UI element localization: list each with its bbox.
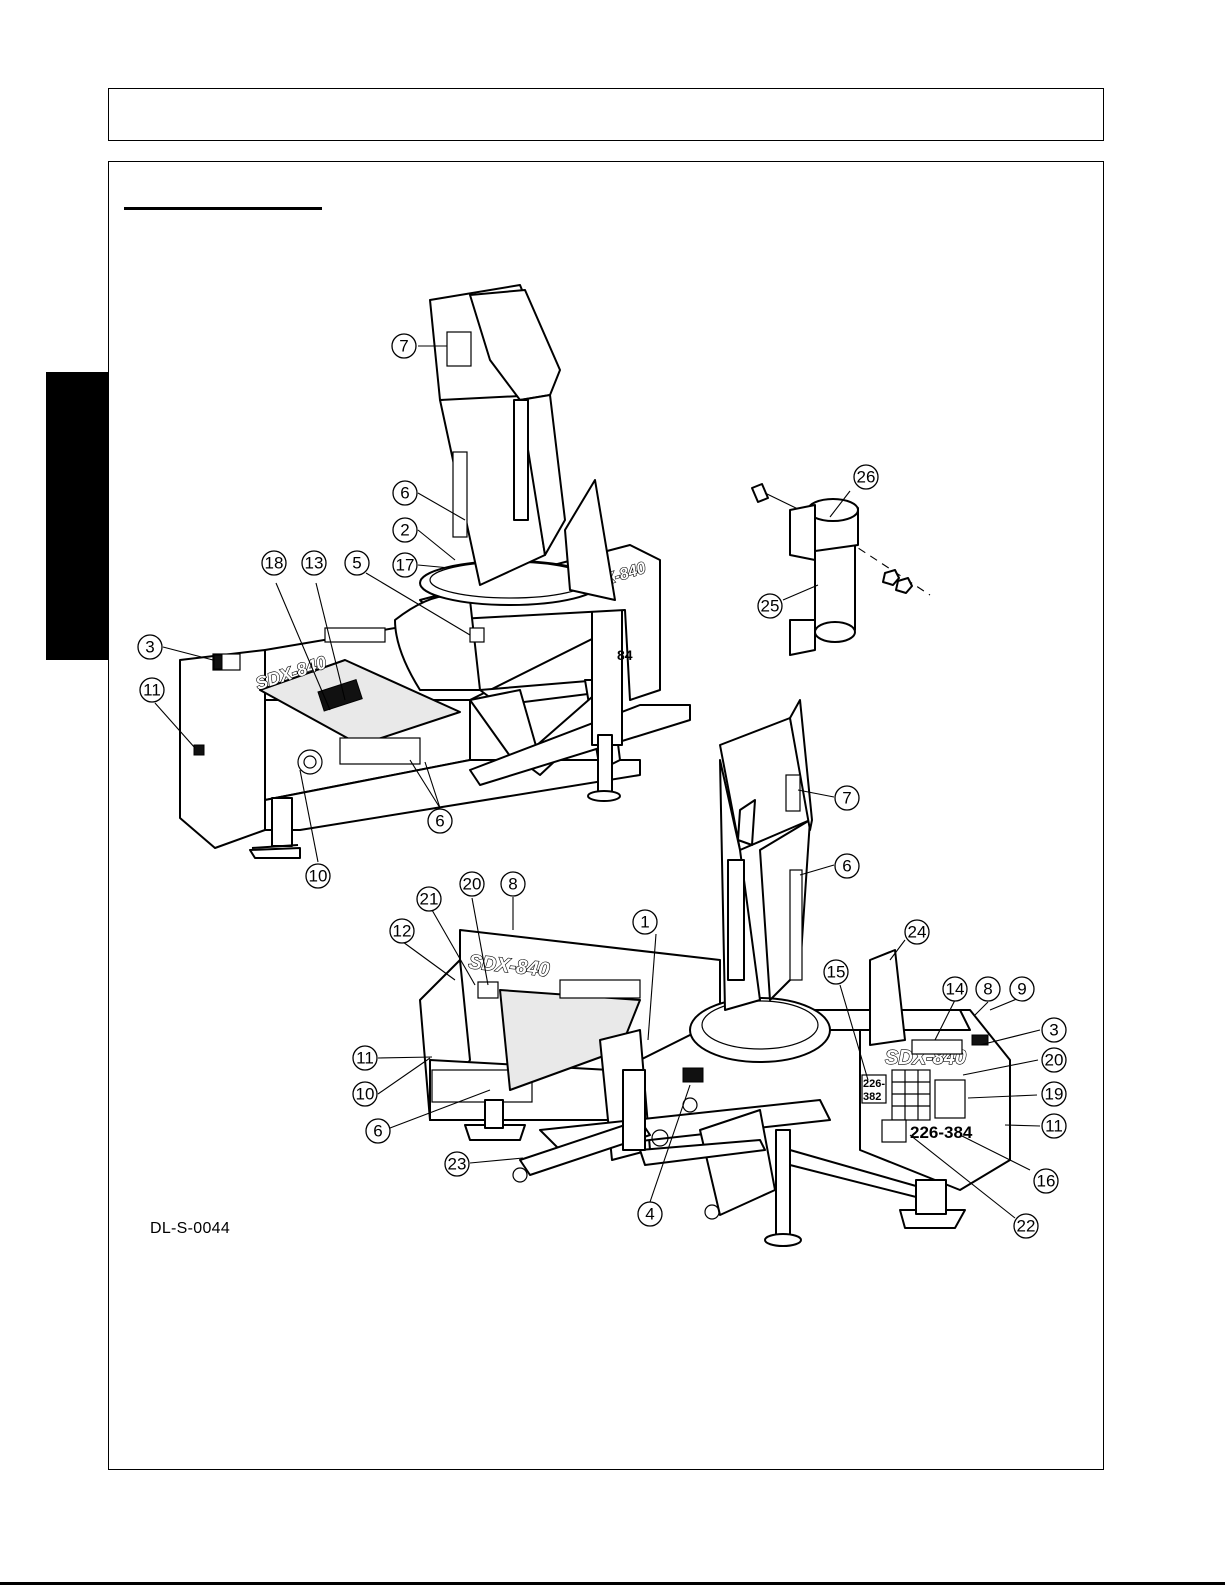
callout-label: 11 — [1045, 1117, 1063, 1136]
callout-label: 3 — [1049, 1021, 1058, 1040]
callout-13: 13 — [302, 551, 326, 575]
callout-3-top: 3 — [138, 635, 162, 659]
part-number-small-line2: 382 — [863, 1091, 881, 1103]
callout-label: 6 — [435, 812, 444, 831]
callout-label: 11 — [356, 1049, 374, 1068]
callout-label: 7 — [842, 789, 851, 808]
callout-17: 17 — [393, 553, 417, 577]
callout-label: 15 — [827, 963, 846, 982]
callout-9: 9 — [1010, 977, 1034, 1001]
callout-11-left: 11 — [353, 1046, 377, 1070]
callout-label: 5 — [352, 554, 361, 573]
callout-11-right: 11 — [1042, 1114, 1066, 1138]
callout-14: 14 — [943, 977, 967, 1001]
callout-label: 12 — [393, 922, 412, 941]
callout-label: 21 — [420, 890, 439, 909]
callout-6-top: 6 — [393, 481, 417, 505]
callout-label: 10 — [356, 1085, 375, 1104]
callout-25: 25 — [758, 594, 782, 618]
callout-label: 7 — [399, 337, 408, 356]
callout-6-right: 6 — [835, 854, 859, 878]
callout-16: 16 — [1034, 1169, 1058, 1193]
callout-8-right: 8 — [976, 977, 1000, 1001]
callout-label: 8 — [508, 875, 517, 894]
callout-2: 2 — [393, 518, 417, 542]
callout-6-middle: 6 — [428, 809, 452, 833]
part-number-small-line1: 226- — [863, 1078, 885, 1090]
callout-10-top: 10 — [306, 864, 330, 888]
callout-24: 24 — [905, 920, 929, 944]
callout-label: 18 — [265, 554, 284, 573]
callout-7-bottom: 7 — [835, 786, 859, 810]
callout-1: 1 — [633, 910, 657, 934]
callout-label: 16 — [1037, 1172, 1056, 1191]
part-number-large: 226-384 — [910, 1123, 973, 1142]
callout-label: 24 — [908, 923, 927, 942]
callout-7-top: 7 — [392, 334, 416, 358]
callout-label: 26 — [857, 468, 876, 487]
callout-label: 2 — [400, 521, 409, 540]
callout-5: 5 — [345, 551, 369, 575]
callout-12: 12 — [390, 919, 414, 943]
pin-detail — [752, 484, 930, 655]
callout-11-top: 11 — [140, 678, 164, 702]
callout-10-bottom: 10 — [353, 1082, 377, 1106]
callout-8-left: 8 — [501, 872, 525, 896]
callout-label: 22 — [1017, 1217, 1036, 1236]
callout-20-right: 20 — [1042, 1048, 1066, 1072]
callout-21: 21 — [417, 887, 441, 911]
callout-label: 6 — [842, 857, 851, 876]
callout-label: 9 — [1017, 980, 1026, 999]
callout-label: 20 — [463, 875, 482, 894]
callout-label: 19 — [1045, 1085, 1064, 1104]
callout-19: 19 — [1042, 1082, 1066, 1106]
callout-label: 4 — [645, 1205, 654, 1224]
callout-label: 20 — [1045, 1051, 1064, 1070]
callout-label: 6 — [400, 484, 409, 503]
drawing-id-label: DL-S-0044 — [150, 1220, 230, 1238]
callout-15: 15 — [824, 960, 848, 984]
snowblower-view-rear: SDX-840 SDX-840 84 — [180, 285, 690, 858]
callout-label: 14 — [946, 980, 965, 999]
callout-label: 6 — [373, 1122, 382, 1141]
callout-23: 23 — [445, 1152, 469, 1176]
callout-4: 4 — [638, 1202, 662, 1226]
callout-label: 23 — [448, 1155, 467, 1174]
callout-22: 22 — [1014, 1214, 1038, 1238]
callout-6-bottom: 6 — [366, 1119, 390, 1143]
callout-20-left: 20 — [460, 872, 484, 896]
callout-label: 17 — [396, 556, 415, 575]
svg-text:84: 84 — [617, 647, 633, 663]
callout-label: 8 — [983, 980, 992, 999]
callout-label: 10 — [309, 867, 328, 886]
callout-26: 26 — [854, 465, 878, 489]
callout-18: 18 — [262, 551, 286, 575]
callout-label: 13 — [305, 554, 324, 573]
callout-3-bottom: 3 — [1042, 1018, 1066, 1042]
callout-label: 1 — [640, 913, 649, 932]
callout-label: 25 — [761, 597, 780, 616]
callout-label: 11 — [143, 681, 161, 700]
callout-label: 3 — [145, 638, 154, 657]
